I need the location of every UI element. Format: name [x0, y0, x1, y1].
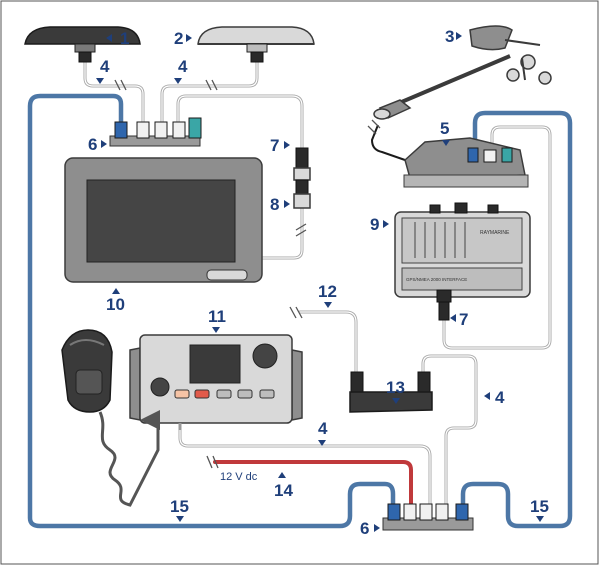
- spur-cable-13: [421, 354, 478, 510]
- spur-cable-display: [176, 94, 304, 150]
- power-cable: [213, 460, 413, 510]
- t-piece-adapter: [349, 371, 433, 413]
- callout-6-top: 6: [88, 135, 97, 154]
- adapter-connector-7-8: [293, 147, 311, 209]
- radio-buttons: [174, 389, 275, 399]
- adapter-cable: [260, 206, 304, 260]
- chartplotter-display: [64, 157, 263, 283]
- module-text-label: GPS/NMEA 2000 INTERFACE: [406, 277, 467, 282]
- callout-7-bottom: 7: [459, 310, 468, 329]
- spur-cable-radio: [178, 428, 432, 510]
- callout-8: 8: [270, 195, 279, 214]
- gps-antenna-2: [197, 26, 315, 63]
- callout-7-top: 7: [270, 136, 279, 155]
- callout-12: 12: [318, 282, 337, 301]
- callout-14: 14: [274, 481, 293, 500]
- module-brand-label: RAYMARINE: [480, 230, 510, 236]
- backbone-tee-bottom: [382, 503, 474, 531]
- callout-9: 9: [370, 215, 379, 234]
- callout-5: 5: [440, 119, 449, 138]
- interface-module: RAYMARINE GPS/NMEA 2000 INTERFACE: [394, 202, 531, 321]
- callout-4-a: 4: [100, 57, 110, 76]
- callout-4-d: 4: [318, 419, 328, 438]
- spur-cable-antenna-1: [83, 58, 145, 124]
- callout-6-bottom: 6: [360, 519, 369, 538]
- power-label: 12 V dc: [220, 471, 258, 483]
- cable-break-marks: [114, 79, 381, 469]
- callout-11: 11: [208, 307, 226, 326]
- callout-2: 2: [174, 29, 183, 48]
- wind-interface-unit-5: [403, 137, 529, 188]
- callout-4-c: 4: [495, 388, 505, 407]
- backbone-cable-left: [27, 93, 396, 529]
- callout-labels: 1 2 3 4 4 6 7 8 5 9 10 7 11 12 13 4 4: [88, 27, 549, 538]
- cable-12: [298, 310, 358, 374]
- callout-4-b: 4: [178, 57, 188, 76]
- callout-10: 10: [106, 295, 125, 314]
- spur-cable-interface: [442, 125, 552, 350]
- backbone-tee-top: [109, 117, 202, 147]
- handset-microphone: [61, 329, 160, 507]
- wind-vane-transducer: [373, 25, 552, 120]
- callout-15-left: 15: [170, 497, 189, 516]
- vhf-radio: [129, 334, 303, 430]
- callout-13: 13: [386, 378, 405, 397]
- callout-3: 3: [445, 27, 454, 46]
- backbone-cable-right: [460, 110, 573, 529]
- wind-sensor-wire: [370, 124, 406, 161]
- spur-cable-antenna-2: [160, 58, 259, 124]
- callout-1: 1: [120, 29, 129, 48]
- callout-15-right: 15: [530, 497, 549, 516]
